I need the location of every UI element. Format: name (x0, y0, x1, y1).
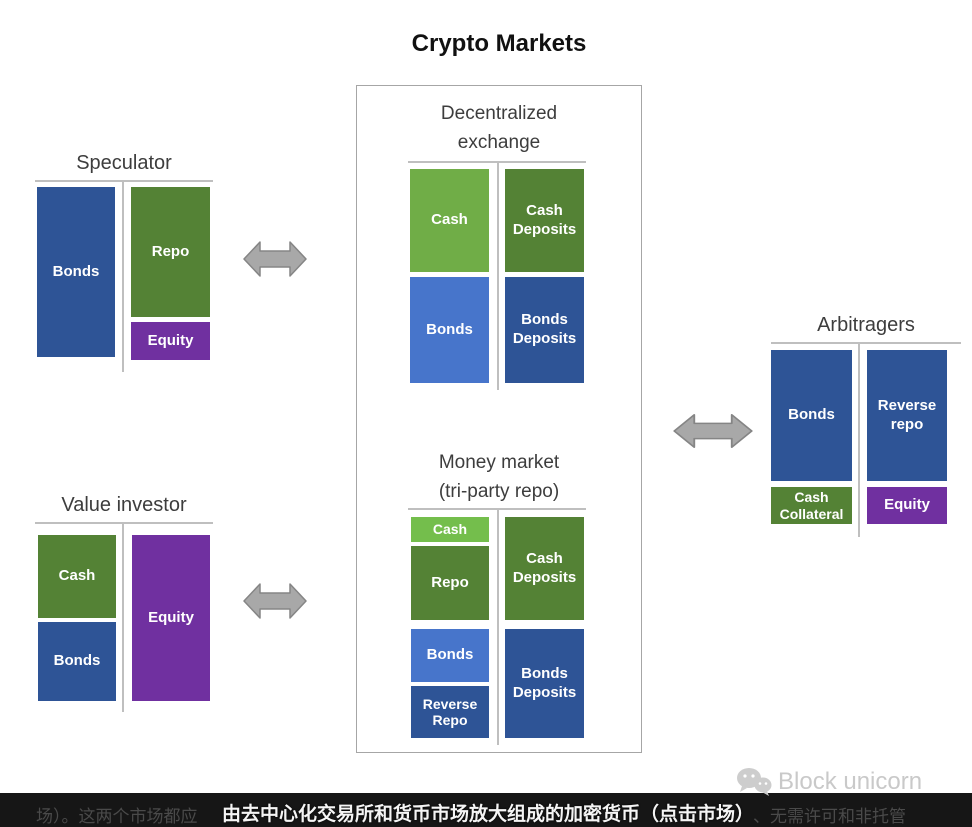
value-investor-divider (122, 522, 124, 712)
double-arrow-icon (243, 241, 307, 277)
speculator-asset-bonds: Bonds (37, 187, 115, 357)
dex-asset-cash: Cash (410, 169, 489, 272)
dex-heading-line1: Decentralized (440, 103, 558, 124)
arbitragers-divider (858, 342, 860, 537)
flow-arrow-arbitragers (673, 409, 753, 458)
money-market-heading-line1: Money market (438, 452, 560, 473)
mm-asset-repo: Repo (411, 546, 489, 620)
page-title: Crypto Markets (411, 30, 587, 57)
mm-asset-reverse-repo: Reverse Repo (411, 686, 489, 738)
mm-liability-bonds-deposits: Bonds Deposits (505, 629, 584, 738)
flow-arrow-speculator (243, 236, 307, 287)
flow-arrow-value-investor (243, 578, 307, 629)
dex-divider (497, 161, 499, 390)
arbitragers-asset-bonds: Bonds (771, 350, 852, 481)
mm-liability-cash-deposits: Cash Deposits (505, 517, 584, 620)
dex-liability-bonds-deposits: Bonds Deposits (505, 277, 584, 383)
value-investor-asset-bonds: Bonds (38, 622, 116, 701)
double-arrow-icon (673, 414, 753, 448)
dex-heading-line2: exchange (457, 131, 541, 153)
arbitragers-underline (771, 342, 961, 344)
money-market-heading-line2: (tri-party repo) (438, 480, 560, 502)
money-market-divider (497, 508, 499, 745)
arbitragers-asset-cash-collateral: Cash Collateral (771, 487, 852, 524)
dex-liability-cash-deposits: Cash Deposits (505, 169, 584, 272)
speculator-liability-equity: Equity (131, 322, 210, 360)
arbitragers-heading: Arbitragers (817, 314, 915, 336)
watermark: Block unicorn (736, 765, 922, 799)
speculator-liability-repo: Repo (131, 187, 210, 317)
crypto-markets-box (356, 85, 642, 753)
value-investor-liability-equity: Equity (132, 535, 210, 701)
speculator-divider (122, 180, 124, 372)
speculator-heading: Speculator (76, 152, 172, 174)
double-arrow-icon (243, 583, 307, 619)
mm-asset-bonds: Bonds (411, 629, 489, 682)
chat-bubbles-icon (737, 768, 772, 796)
dex-heading: Decentralized exchange (380, 100, 618, 157)
watermark-text: Block unicorn (778, 768, 923, 795)
arbitragers-liability-equity: Equity (867, 487, 947, 524)
value-investor-underline (35, 522, 213, 524)
dex-asset-bonds: Bonds (410, 277, 489, 383)
footer-faint-text-right: 、无需许可和非托管 (753, 807, 906, 826)
footer-caption-bar: 场）。这两个市场都应 由去中心化交易所和货币市场放大组成的加密货币（点击市场） … (0, 793, 972, 827)
footer-caption: 由去中心化交易所和货币市场放大组成的加密货币（点击市场） (222, 804, 755, 825)
speculator-underline (35, 180, 213, 182)
mm-asset-cash: Cash (411, 517, 489, 542)
value-investor-heading: Value investor (61, 494, 187, 516)
arbitragers-liability-reverse-repo: Reverse repo (867, 350, 947, 481)
footer-faint-text-left: 场）。这两个市场都应 (36, 807, 198, 826)
money-market-heading: Money market (tri-party repo) (380, 449, 618, 506)
value-investor-asset-cash: Cash (38, 535, 116, 618)
